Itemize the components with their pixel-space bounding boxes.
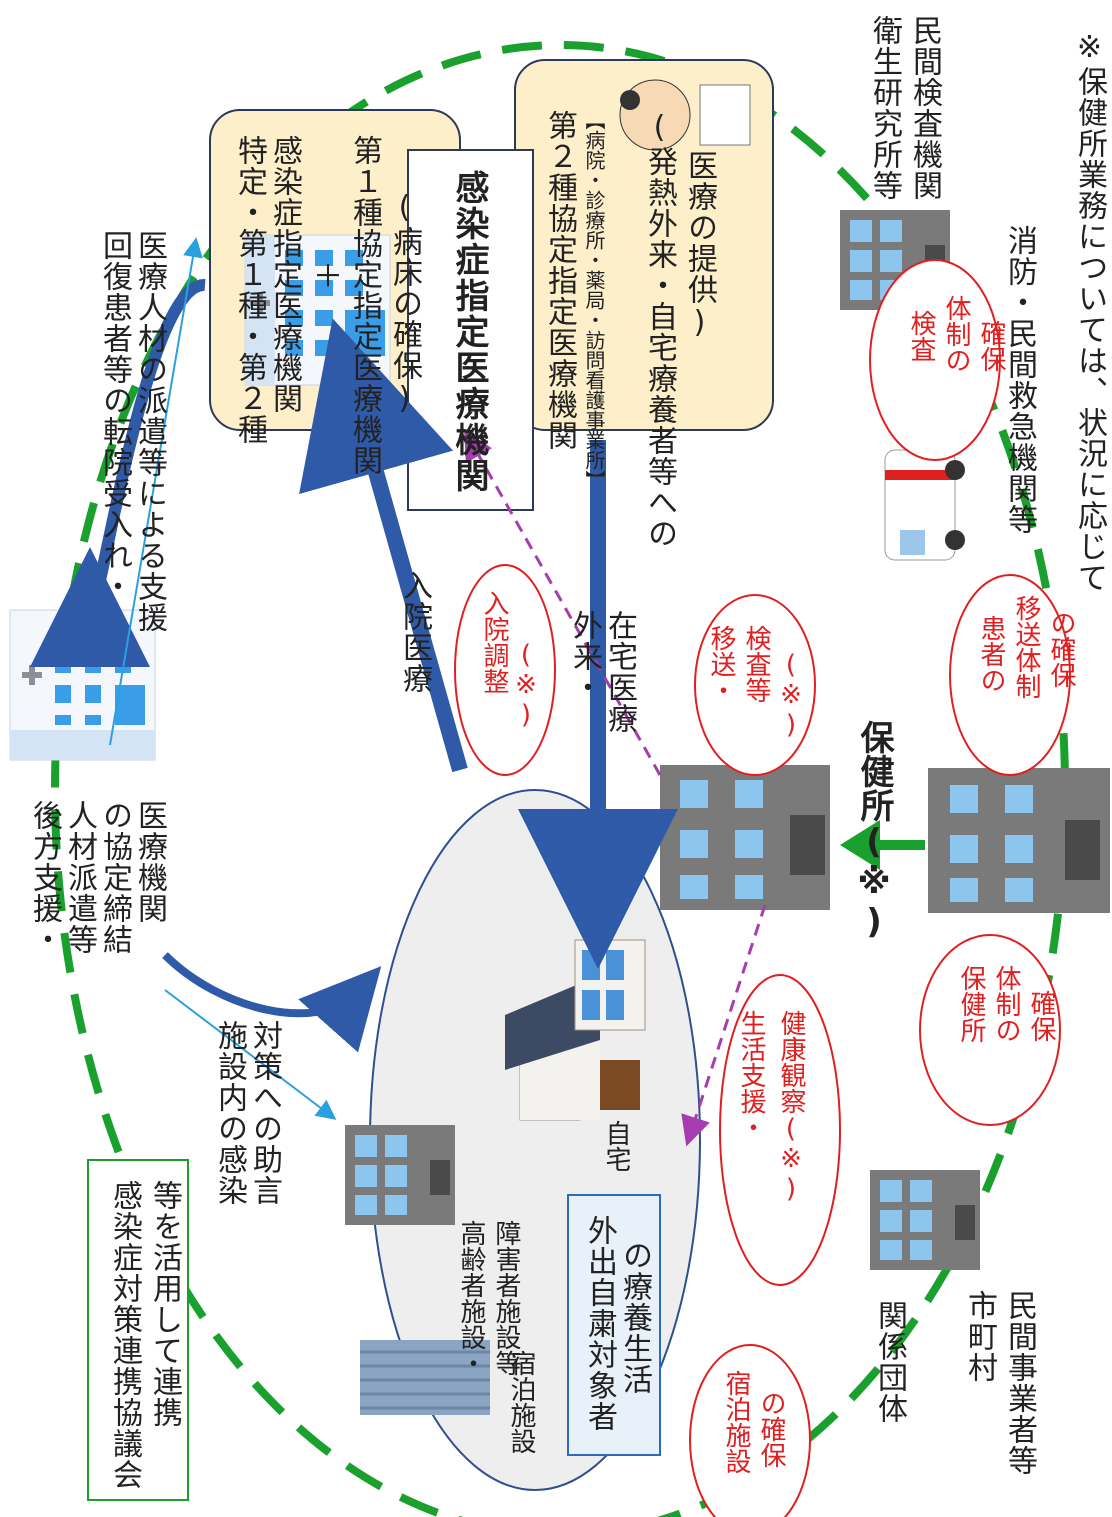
- support-org-label-3: の協定締結: [97, 800, 132, 955]
- elderly-label-2: 障害者施設等: [491, 1220, 521, 1376]
- patient-transport-badge: [949, 574, 1071, 776]
- footnote: ※保健所業務については、状況に応じて: [1072, 30, 1107, 593]
- transport-badge: [694, 594, 816, 776]
- hospitalization-badge: [454, 564, 556, 776]
- advice-arrow: [164, 989, 337, 1120]
- medical-provision-text: 医療の提供): [682, 150, 717, 341]
- testing-label-2: 体制の: [941, 295, 971, 373]
- life-support-label-2: 健康観察(※): [776, 1010, 806, 1204]
- outpatient-label-2: 在宅医療: [602, 610, 637, 734]
- inpatient-label: 入院医療: [397, 570, 432, 694]
- municipality-building-icon: [870, 1170, 980, 1270]
- prefecture-building-icon: [928, 768, 1110, 913]
- recuperation-text-1: 外出自粛対象者: [582, 1215, 617, 1432]
- facility-advice-text-1: 施設内の感染: [212, 1020, 247, 1206]
- lodging-secure-badge: [689, 1344, 811, 1517]
- inpatient-arrow: [299, 318, 468, 773]
- testing-label-3: 確保: [976, 320, 1006, 372]
- second-class-facilities: 【病院・診療所・薬局・訪問看護事業所】: [582, 110, 606, 490]
- hospitalization-label-1: 入院調整: [479, 590, 509, 694]
- health-center-label: 保健所(※): [854, 720, 894, 942]
- life-support-badge: [719, 974, 841, 1286]
- institute-label-1: 衛生研究所等: [867, 15, 902, 201]
- testing-label-1: 検査: [906, 310, 936, 362]
- testing-badge: [869, 259, 1001, 461]
- elderly-label-1: 高齢者施設・: [456, 1220, 486, 1376]
- patient-transport-label-3: の確保: [1046, 610, 1076, 688]
- patient-transport-label-1: 患者の: [976, 615, 1006, 693]
- second-class-text: 第２種協定指定医療機関: [542, 110, 577, 451]
- hc-system-label-2: 体制の: [991, 965, 1021, 1043]
- designated-hospital-text-2: 感染症指定医療機関: [267, 135, 302, 414]
- life-support-arrow: [681, 904, 767, 1147]
- council-box: [87, 1159, 189, 1501]
- transfer-text-1: 回復患者等の転院受入れ・: [97, 230, 132, 602]
- transfer-arrow: [109, 237, 203, 746]
- elderly-facility-icon: [345, 1125, 455, 1225]
- page-title: 感染症指定医療機関: [449, 170, 489, 494]
- support-arrow-bottom: [162, 952, 382, 1053]
- transfer-text-2: 医療人材の派遣等による支援: [132, 230, 167, 633]
- home-label: 自宅: [601, 1120, 631, 1172]
- institute-label-2: 民間検査機関: [907, 15, 942, 201]
- doctor-icon: [619, 79, 751, 151]
- hc-system-badge: [919, 934, 1061, 1126]
- support-org-label-1: 後方支援・: [27, 800, 62, 955]
- fire-label: 消防・民間救急機関等: [1002, 225, 1037, 535]
- designated-hospital-text: 特定・第１種・第２種: [232, 135, 267, 445]
- municipality-label-2: 民間事業者等: [1002, 1290, 1037, 1476]
- transport-label-3: (※): [776, 650, 806, 740]
- bed-secure-text: (病床の確保): [387, 190, 422, 417]
- plus-symbol: ＋: [307, 260, 342, 291]
- recuperation-box: [567, 1194, 661, 1456]
- health-center-building-icon: [660, 765, 830, 910]
- support-org-label-2: 人材派遣等: [62, 800, 97, 955]
- prefecture-to-health-center-arrow: [840, 820, 925, 870]
- fever-outpatient-text: (発熱外来・自宅療養者等への: [642, 110, 677, 549]
- facility-advice-text-2: 対策への助言: [247, 1020, 282, 1206]
- outpatient-label-1: 外来・: [567, 610, 602, 703]
- first-class-agreement-text: 第１種協定指定医療機関: [347, 135, 382, 476]
- patient-transport-label-2: 移送体制: [1011, 595, 1041, 699]
- transport-label-1: 移送・: [706, 625, 736, 703]
- support-org-label-4: 医療機関: [132, 800, 167, 924]
- hc-system-label-3: 確保: [1026, 990, 1056, 1042]
- hc-system-label-1: 保健所: [956, 965, 986, 1043]
- lodging-secure-label-1: 宿泊施設: [721, 1370, 751, 1474]
- support-arrow-top: [30, 279, 206, 668]
- lodging-building-icon: [360, 1340, 490, 1415]
- lodging-secure-label-2: の確保: [756, 1390, 786, 1468]
- municipality-label-1: 市町村: [962, 1290, 997, 1383]
- transport-label-2: 検査等: [741, 625, 771, 703]
- recuperation-text-2: の療養生活: [617, 1240, 652, 1395]
- ambulance-icon: [884, 449, 965, 561]
- hospitalization-label-2: (※): [511, 640, 541, 730]
- lodging-label: 宿泊施設: [506, 1350, 536, 1454]
- council-text-2: 等を活用して連携: [147, 1180, 182, 1428]
- groups-label: 関係団体: [872, 1300, 907, 1424]
- life-support-label-1: 生活支援・: [736, 1010, 766, 1140]
- council-text-1: 感染症対策連携協議会: [107, 1180, 142, 1490]
- hospitalization-coordination-arrow: [464, 429, 662, 776]
